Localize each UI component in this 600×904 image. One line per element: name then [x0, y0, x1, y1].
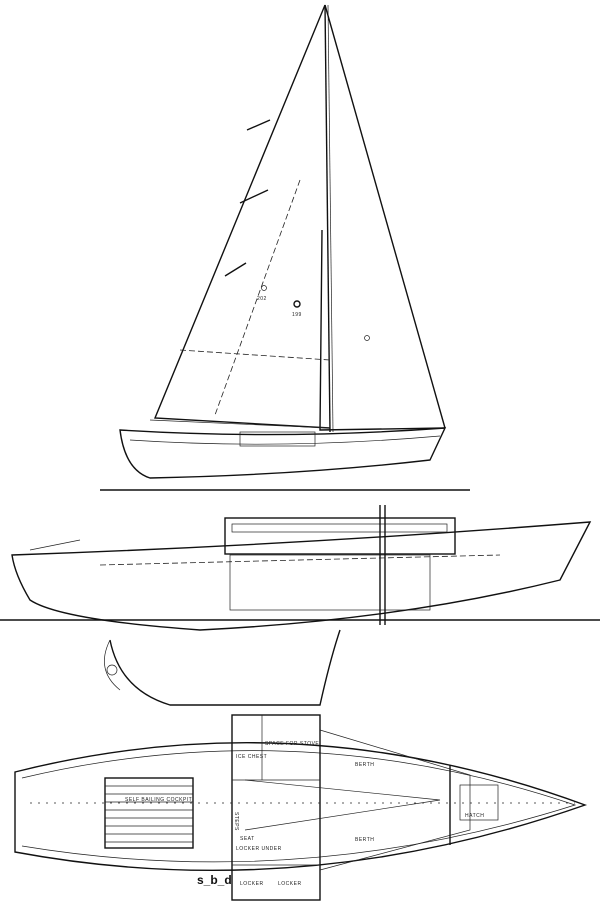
cabin — [231, 714, 321, 901]
seat-label: SEAT — [240, 836, 255, 842]
hatch-label: HATCH — [465, 813, 484, 819]
hull-profile — [119, 427, 447, 479]
jib — [319, 229, 446, 431]
boom — [149, 419, 331, 429]
chest-label: ICE CHEST — [236, 754, 267, 760]
sail-plan: 202 199 — [100, 4, 470, 491]
berth-label: BERTH — [355, 762, 374, 768]
deck-outline — [14, 742, 588, 872]
locker-under-label: LOCKER UNDER — [236, 846, 282, 852]
accommodation-plan: SELF BAILING COCKPIT SPACE FOR STOVE ICE… — [14, 714, 588, 901]
cabin-trunk — [224, 517, 456, 555]
sail-mark: 202 — [257, 296, 267, 302]
forehatch — [459, 784, 499, 821]
designer-logo: s_b_d — [197, 873, 232, 887]
cabin-interior — [229, 554, 431, 611]
rudder-pivot — [106, 664, 118, 676]
stove-label: SPACE FOR STOVE — [265, 741, 319, 747]
sail-mark: 199 — [292, 312, 302, 318]
batten — [239, 189, 269, 204]
keel — [109, 629, 341, 706]
batten — [224, 262, 247, 277]
hull-section — [11, 521, 592, 631]
cockpit — [104, 777, 194, 849]
cabin-house — [239, 431, 316, 447]
cockpit-label: SELF BAILING COCKPIT — [125, 797, 192, 803]
mainsail — [153, 4, 331, 429]
berth-label: BERTH — [355, 837, 374, 843]
inboard-profile — [0, 505, 600, 706]
forestay — [324, 4, 446, 429]
steps-label: STEPS — [233, 812, 239, 831]
locker-label: LOCKER — [240, 881, 264, 887]
batten — [246, 119, 271, 131]
locker-label: LOCKER — [278, 881, 302, 887]
mast — [324, 4, 331, 433]
